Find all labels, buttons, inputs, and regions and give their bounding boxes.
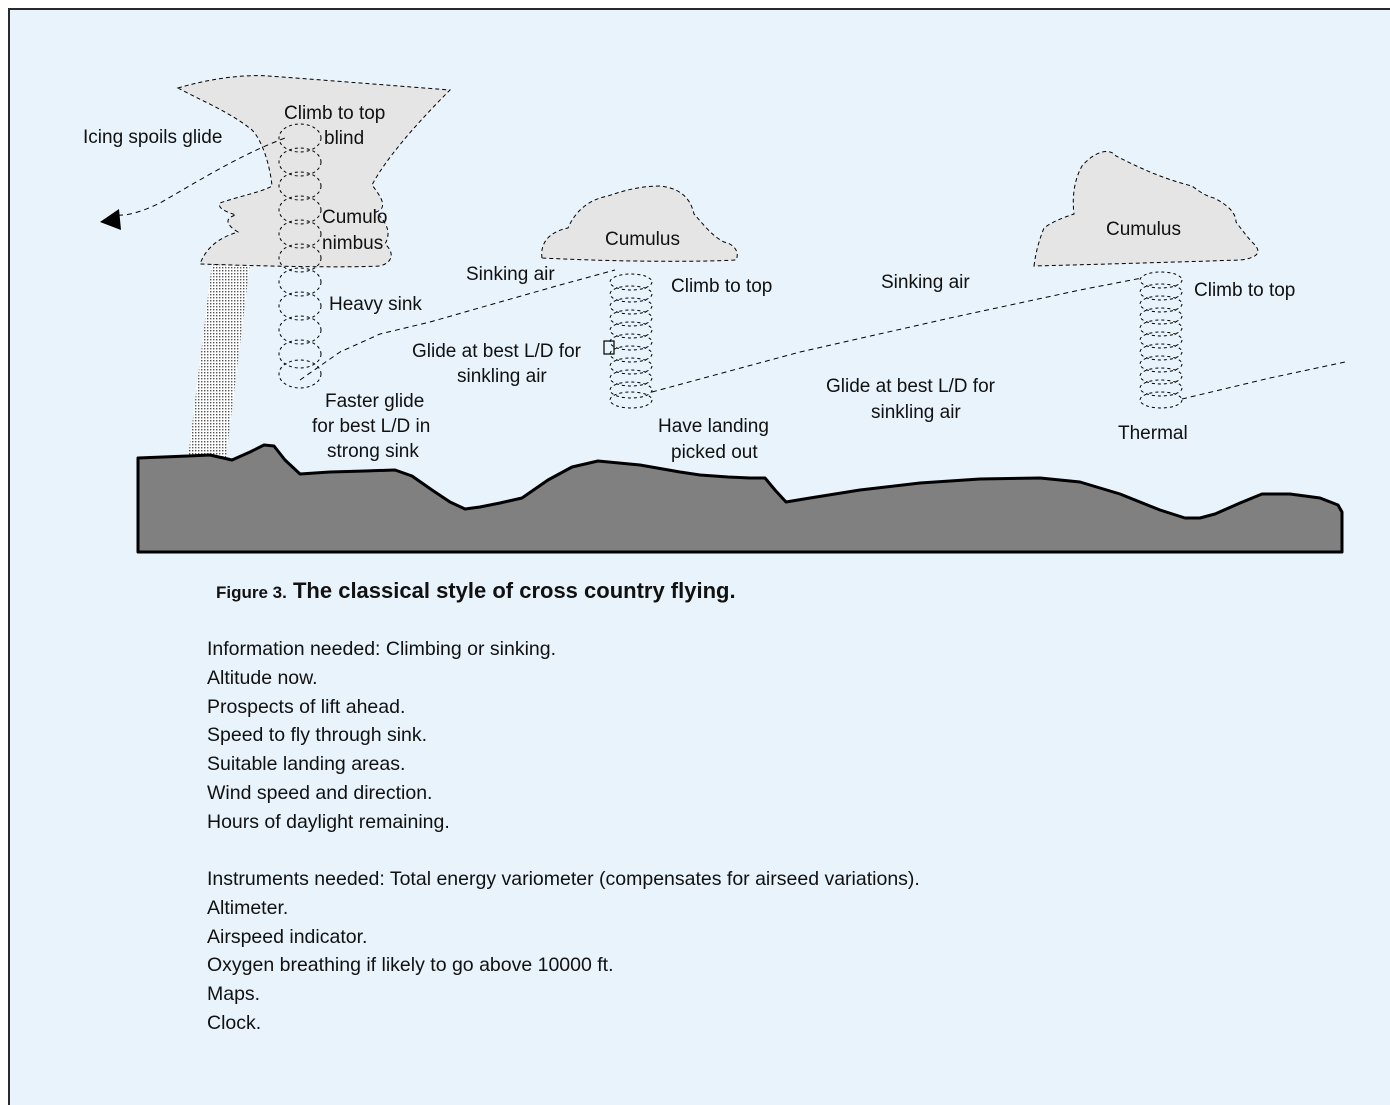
label-sinking-air-1: Sinking air	[466, 264, 555, 285]
information-needed-list: Information needed: Climbing or sinking.…	[207, 635, 556, 837]
cross-country-diagram: Icing spoils glide Climb to top blind Cu…	[83, 75, 1346, 554]
instrument-line: Maps.	[207, 983, 261, 1006]
label-glide-1a: Glide at best L/D for	[412, 341, 582, 362]
thermal-spiral-cb	[278, 123, 322, 389]
cumulonimbus-cloud	[176, 75, 452, 268]
ground-terrain	[136, 443, 1344, 554]
instrument-line: Clock.	[207, 1011, 262, 1034]
label-climb-blind-1: Climb to top	[284, 103, 385, 124]
label-faster-glide-1: Faster glide	[325, 391, 424, 412]
cumulus-cloud-1	[541, 185, 738, 262]
label-climb-top-1: Climb to top	[671, 276, 772, 297]
instrument-line: Instruments needed: Total energy variome…	[207, 868, 920, 890]
label-glide-2a: Glide at best L/D for	[826, 376, 996, 397]
figure-caption: Figure 3. The classical style of cross c…	[216, 578, 736, 604]
label-cumulus-2: Cumulus	[1106, 219, 1181, 240]
glyph-box	[603, 340, 615, 355]
instruments-needed-list: Instruments needed: Total energy variome…	[207, 865, 920, 1038]
label-sinking-air-2: Sinking air	[881, 272, 970, 293]
label-faster-glide-3: strong sink	[327, 441, 419, 462]
label-icing: Icing spoils glide	[83, 127, 222, 148]
label-glide-2b: sinkling air	[871, 402, 961, 423]
label-heavy-sink: Heavy sink	[329, 294, 422, 315]
info-line: Wind speed and direction.	[207, 781, 433, 804]
thermal-spiral-cumulus-2	[1139, 271, 1183, 409]
info-line: Suitable landing areas.	[207, 753, 406, 776]
glide-path	[117, 137, 1346, 400]
info-line: Speed to fly through sink.	[207, 724, 428, 747]
label-cumulonimbus-2: nimbus	[322, 233, 383, 254]
label-faster-glide-2: for best L/D in	[312, 416, 430, 437]
info-line: Altitude now.	[207, 666, 318, 689]
cumulus-cloud-2	[1033, 151, 1259, 267]
info-line: Prospects of lift ahead.	[207, 695, 406, 718]
label-climb-top-2: Climb to top	[1194, 280, 1295, 301]
label-cumulonimbus-1: Cumulo	[322, 207, 387, 228]
info-line: Hours of daylight remaining.	[207, 810, 450, 833]
info-line: Information needed: Climbing or sinking.	[207, 638, 557, 660]
caption-title: The classical style of cross country fly…	[292, 578, 736, 603]
label-glide-1b: sinkling air	[457, 366, 547, 387]
label-climb-blind-2: blind	[324, 128, 364, 149]
instrument-line: Airspeed indicator.	[207, 925, 368, 948]
label-landing-2: picked out	[671, 442, 758, 463]
instrument-line: Altimeter.	[207, 896, 289, 919]
rain-shaft	[188, 263, 250, 458]
thermal-spiral-cumulus-1	[609, 273, 653, 409]
instrument-line: Oxygen breathing if likely to go above 1…	[207, 954, 614, 977]
caption-number: Figure 3.	[216, 583, 287, 602]
label-cumulus-1: Cumulus	[605, 229, 680, 250]
arrow-head-icon	[100, 209, 121, 230]
label-landing-1: Have landing	[658, 416, 769, 437]
label-thermal: Thermal	[1118, 423, 1188, 444]
